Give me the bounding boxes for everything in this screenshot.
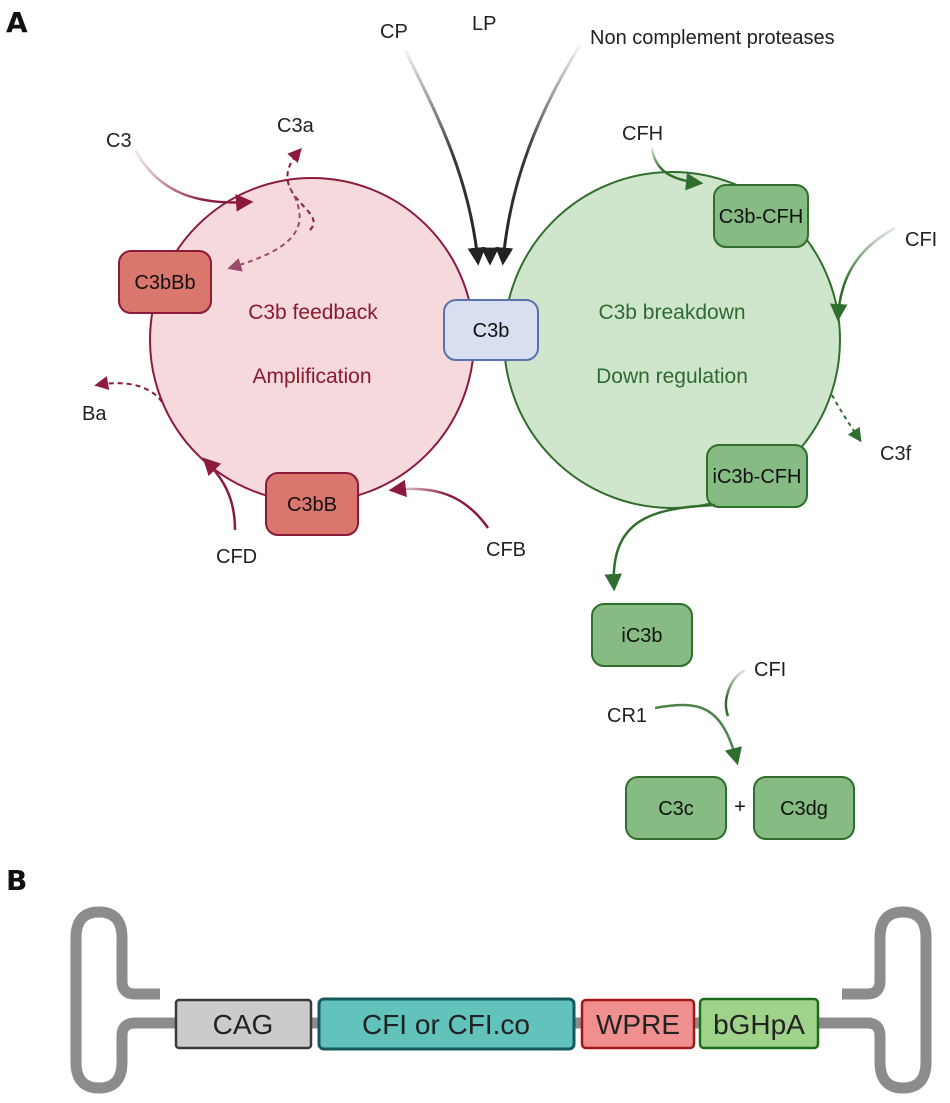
ic3b-cfh-box[interactable]: iC3b-CFH xyxy=(706,444,808,508)
bghpa-label: bGHpA xyxy=(713,1009,805,1040)
cfi-element[interactable]: CFI or CFI.co xyxy=(317,997,576,1051)
cfh-arrow xyxy=(650,147,704,191)
c3b-cfh-label: C3b-CFH xyxy=(719,206,803,228)
ic3b-box[interactable]: iC3b xyxy=(591,603,693,667)
c3-label: C3 xyxy=(106,130,132,152)
ba-arrow xyxy=(94,376,163,403)
left-itr xyxy=(70,906,176,1094)
ncp-arrow xyxy=(495,44,582,266)
c3b-box[interactable]: C3b xyxy=(443,299,539,361)
cfi2-arrow xyxy=(724,668,746,717)
panel-b-label: B xyxy=(6,864,27,897)
c3b-cfh-box[interactable]: C3b-CFH xyxy=(713,184,809,248)
c3dg-label: C3dg xyxy=(780,798,828,820)
ic3b-cfh-label: iC3b-CFH xyxy=(713,466,802,488)
c3b-label: C3b xyxy=(473,320,510,342)
c3a-arrow xyxy=(286,147,315,231)
c3c-label: C3c xyxy=(658,798,694,820)
cfi-arrow xyxy=(830,226,896,322)
cfb-arrow xyxy=(388,479,490,529)
cfi2-label: CFI xyxy=(754,659,786,681)
ba-label: Ba xyxy=(82,403,107,425)
cp-arrow xyxy=(403,49,486,266)
c3a-label: C3a xyxy=(277,115,315,137)
panel-a-label: A xyxy=(6,6,28,39)
ic3b-arrow xyxy=(604,503,716,592)
c3-to-c3bbb-arrow xyxy=(227,187,301,272)
c3-arrow xyxy=(133,149,254,212)
ncp-label: Non complement proteases xyxy=(590,27,835,49)
c3f-label: C3f xyxy=(880,443,912,465)
cfd-label: CFD xyxy=(216,546,257,568)
cfd-arrow xyxy=(202,457,237,531)
cfi-element-label: CFI or CFI.co xyxy=(362,1009,530,1040)
plus-sign: + xyxy=(734,796,746,818)
cfi-label: CFI xyxy=(905,229,937,251)
c3bb-box[interactable]: C3bB xyxy=(265,472,359,536)
bghpa-element[interactable]: bGHpA xyxy=(698,997,820,1050)
lp-label: LP xyxy=(472,13,496,35)
wpre-label: WPRE xyxy=(596,1009,680,1040)
ic3b-label: iC3b xyxy=(621,625,662,647)
cp-label: CP xyxy=(380,21,408,43)
breakdown-title: C3b breakdown xyxy=(598,301,745,324)
cag-label: CAG xyxy=(213,1009,274,1040)
c3bbb-box[interactable]: C3bBb xyxy=(118,250,212,314)
c3bbb-label: C3bBb xyxy=(134,272,195,294)
input-arrows xyxy=(403,40,582,266)
c3bb-label: C3bB xyxy=(287,494,337,516)
wpre-element[interactable]: WPRE xyxy=(580,998,696,1050)
right-itr xyxy=(818,906,932,1094)
amplification-subtitle: Amplification xyxy=(252,365,371,388)
amplification-title: C3b feedback xyxy=(248,301,378,324)
c3dg-box[interactable]: C3dg xyxy=(753,776,855,840)
cfb-label: CFB xyxy=(486,539,526,561)
cr1-label: CR1 xyxy=(607,705,647,727)
cag-element[interactable]: CAG xyxy=(174,998,313,1050)
c3c-box[interactable]: C3c xyxy=(625,776,727,840)
c3f-arrow xyxy=(831,394,862,443)
breakdown-subtitle: Down regulation xyxy=(596,365,748,388)
cfh-label: CFH xyxy=(622,123,663,145)
cr1-arrow-base xyxy=(655,705,737,760)
cr1-arrow xyxy=(654,703,742,766)
